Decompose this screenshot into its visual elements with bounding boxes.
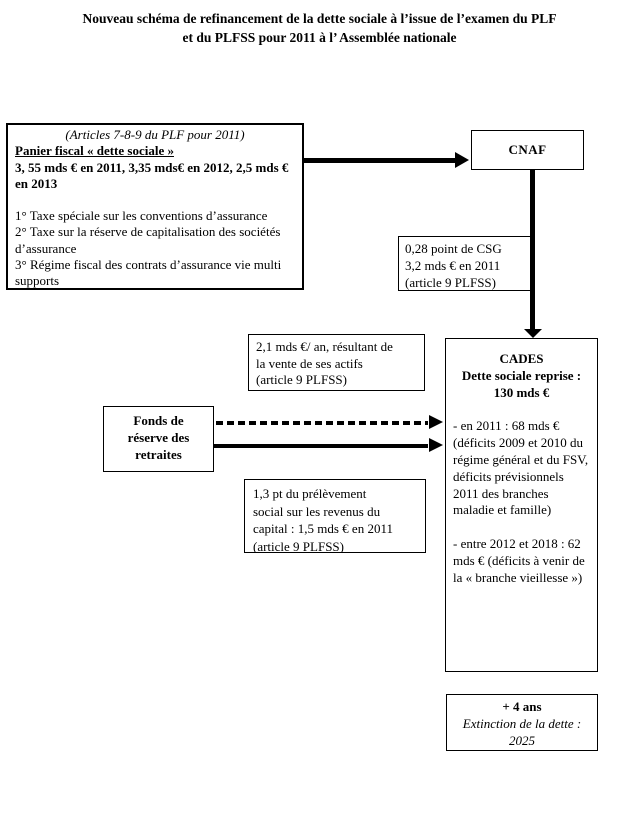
prelevement-line-1: 1,3 pt du prélèvement: [253, 486, 367, 501]
title-line-2: et du PLFSS pour 2011 à l’ Assemblée nat…: [182, 30, 457, 45]
cades-title: CADES: [499, 351, 544, 366]
vente-line-2: la vente de ses actifs: [256, 355, 363, 371]
csg-line-3: (article 9 PLFSS): [405, 275, 496, 290]
box-panier-fiscal: (Articles 7-8-9 du PLF pour 2011) Panier…: [6, 123, 304, 290]
arrow-cnaf-to-cades: [530, 169, 535, 329]
frr-line-1: Fonds de: [133, 413, 184, 428]
diagram-title: Nouveau schéma de refinancement de la de…: [0, 9, 639, 47]
prelevement-line-4: (article 9 PLFSS): [253, 538, 344, 553]
arrow-panier-to-cnaf: [303, 158, 457, 163]
prelevement-line-2: social sur les revenus du: [253, 503, 381, 519]
arrow-panier-to-cnaf-head-icon: [455, 152, 469, 168]
panier-amounts: 3, 55 mds € en 2011, 3,35 mds€ en 2012, …: [15, 159, 289, 191]
panier-item-3: 3° Régime fiscal des contrats d’assuranc…: [15, 257, 282, 289]
cades-subtitle: Dette sociale reprise :: [461, 367, 582, 383]
arrow-frr-to-cades-dashed-head-icon: [429, 415, 443, 429]
title-line-1: Nouveau schéma de refinancement de la de…: [82, 11, 557, 26]
box-extinction-dette: + 4 ans Extinction de la dette : 2025: [446, 694, 598, 751]
box-fonds-reserve-retraites: Fonds de réserve des retraites: [103, 406, 214, 472]
cades-spacer-2: [453, 519, 590, 536]
box-cnaf: CNAF: [471, 130, 584, 170]
arrow-frr-to-cades-dashed: [216, 421, 428, 425]
cades-paragraph-2011: - en 2011 : 68 mds € (déficits 2009 et 2…: [453, 418, 589, 518]
extinction-line-2: 2025: [509, 733, 535, 748]
cnaf-label: CNAF: [508, 141, 547, 157]
cades-amount: 130 mds €: [493, 384, 550, 400]
vente-line-1: 2,1 mds €/ an, résultant de: [256, 339, 393, 354]
extinction-header: + 4 ans: [502, 699, 542, 714]
prelevement-line-3: capital : 1,5 mds € en 2011: [253, 521, 393, 536]
vente-line-3: (article 9 PLFSS): [256, 372, 347, 387]
csg-line-2: 3,2 mds € en 2011: [405, 258, 501, 273]
arrow-frr-to-cades-solid: [213, 444, 428, 448]
extinction-line-1: Extinction de la dette :: [462, 716, 582, 731]
panier-articles-note: (Articles 7-8-9 du PLF pour 2011): [65, 127, 245, 142]
box-prelevement-social: 1,3 pt du prélèvement social sur les rev…: [244, 479, 426, 553]
panier-item-1: 1° Taxe spéciale sur les conventions d’a…: [15, 208, 268, 224]
csg-line-1: 0,28 point de CSG: [405, 241, 502, 256]
arrow-cnaf-to-cades-head-icon: [524, 329, 542, 338]
cades-paragraph-2012-2018: - entre 2012 et 2018 : 62 mds € (déficit…: [453, 536, 585, 585]
frr-line-2: réserve des: [127, 430, 190, 445]
box-vente-actifs: 2,1 mds €/ an, résultant de la vente de …: [248, 334, 425, 391]
box-csg: 0,28 point de CSG 3,2 mds € en 2011 (art…: [398, 236, 531, 291]
arrow-frr-to-cades-solid-head-icon: [429, 438, 443, 452]
box-cades: CADES Dette sociale reprise : 130 mds € …: [445, 338, 598, 672]
panier-item-2: 2° Taxe sur la réserve de capitalisation…: [15, 224, 281, 256]
panier-heading: Panier fiscal « dette sociale »: [15, 143, 174, 159]
cades-spacer-1: [453, 401, 590, 418]
frr-line-3: retraites: [135, 447, 182, 462]
panier-spacer: [15, 192, 295, 208]
